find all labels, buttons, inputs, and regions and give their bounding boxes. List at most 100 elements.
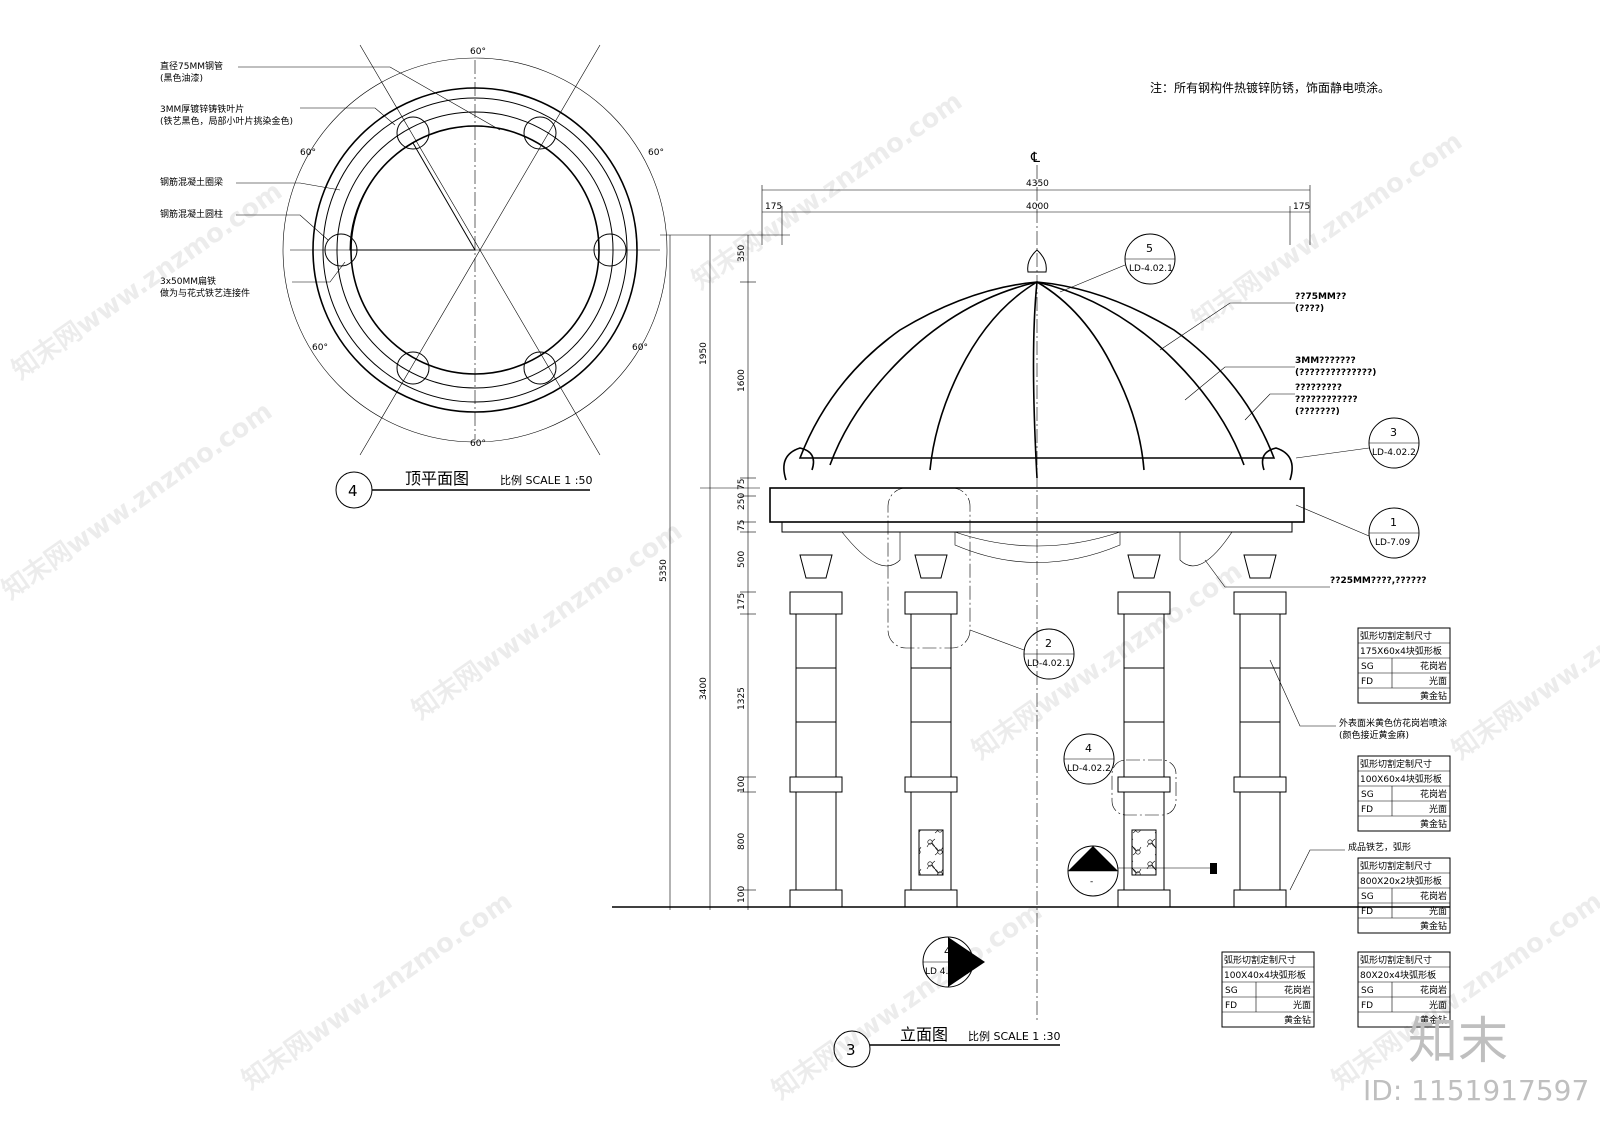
spec-table-cell: 花岗岩: [1420, 890, 1447, 902]
spec-table-cell: 黄金钻: [1420, 920, 1447, 932]
side-note: 外表面米黄色仿花岗岩喷涂: [1339, 717, 1447, 729]
dim-inner-chain: 350 1600 75 250 75 500 175 1325 100 800 …: [737, 245, 747, 903]
dim-mid: 1950: [699, 342, 709, 365]
spec-table-cell: 光面: [1429, 675, 1447, 687]
angle-label: 60°: [470, 47, 486, 57]
plan-label: 钢筋混凝土圈梁: [160, 176, 223, 188]
watermark-text: 知末网www.znzmo.com: [767, 896, 1048, 1105]
svg-text:LD-7.09: LD-7.09: [1375, 538, 1411, 548]
section-mark: 4 -: [1067, 845, 1217, 897]
svg-text:??75MM??: ??75MM??: [1295, 292, 1346, 302]
branding: 知末 ID: 1151917597: [1363, 1012, 1589, 1107]
watermark-text: 知末网www.znzmo.com: [237, 886, 518, 1095]
spec-table-cell: FD: [1361, 1001, 1373, 1011]
svg-text:LD-4.02.1: LD-4.02.1: [1027, 659, 1071, 669]
plan-column: [396, 351, 430, 385]
spec-table-cell: 弧形切割定制尺寸: [1360, 630, 1432, 642]
callout-1: 1 LD-7.09: [1295, 504, 1420, 559]
dim-side: 175: [765, 202, 782, 212]
angle-label: 60°: [312, 343, 328, 353]
svg-text:??25MM????,??????: ??25MM????,??????: [1330, 576, 1427, 586]
elevation-scale: 比例 SCALE 1 :30: [968, 1029, 1060, 1043]
svg-text:100: 100: [737, 776, 747, 793]
plan-column: [593, 233, 627, 267]
svg-text:800: 800: [737, 833, 747, 850]
plan-column: [523, 116, 557, 150]
watermark-text: 知末网www.znzmo.com: [687, 86, 968, 295]
svg-text:1600: 1600: [737, 369, 747, 392]
svg-text:4: 4: [944, 945, 951, 958]
callout-4: 4 LD-4.02.2: [1063, 733, 1115, 785]
brand-id: ID: 1151917597: [1363, 1074, 1589, 1107]
watermarks: 知末网www.znzmo.com 知末网www.znzmo.com 知末网www…: [0, 86, 1600, 1105]
svg-text:100: 100: [737, 886, 747, 903]
svg-text:3: 3: [846, 1041, 856, 1059]
svg-text:5: 5: [1146, 242, 1153, 255]
plan-label: (黑色油漆): [160, 72, 203, 84]
callout-section-bottom: 4 LD 4.02.1: [922, 936, 985, 988]
plan-label: 做为与花式铁艺连接件: [160, 287, 250, 299]
angle-label: 60°: [470, 439, 486, 449]
svg-text:250: 250: [737, 493, 747, 510]
angle-label: 60°: [632, 343, 648, 353]
side-note: 成品铁艺，弧形: [1348, 841, 1411, 853]
plan-column: [396, 116, 430, 150]
plan-label: (铁艺黑色，局部小叶片挑染金色): [160, 115, 293, 127]
svg-text:350: 350: [737, 245, 747, 262]
watermark-text: 知末网www.znzmo.com: [0, 396, 278, 605]
plan-title: 顶平面图: [405, 469, 469, 488]
angle-label: 60°: [300, 148, 316, 158]
dim-mid: 3400: [699, 677, 709, 700]
spec-table-cell: 弧形切割定制尺寸: [1360, 758, 1432, 770]
dim-side: 175: [1293, 202, 1310, 212]
svg-text:LD-4.02.2: LD-4.02.2: [1372, 448, 1416, 458]
svg-text:3: 3: [1390, 426, 1397, 439]
spec-table-cell: 800X20x2块弧形板: [1360, 875, 1442, 887]
svg-text:LD-4.02.1: LD-4.02.1: [1129, 264, 1173, 274]
watermark-text: 知末网www.znzmo.com: [1187, 126, 1468, 335]
side-note: (颜色接近黄金麻): [1339, 729, 1409, 741]
spec-table-cell: 100X60x4块弧形板: [1360, 773, 1442, 785]
svg-text:175: 175: [737, 593, 747, 610]
centerline-symbol: ℄: [1030, 150, 1040, 166]
spec-table-cell: FD: [1361, 805, 1373, 815]
spec-table-cell: SG: [1361, 892, 1374, 902]
svg-text:LD 4.02.1: LD 4.02.1: [925, 967, 968, 977]
spec-table-cell: SG: [1361, 662, 1374, 672]
plan-label: 3x50MM扁铁: [160, 275, 216, 287]
svg-text:75: 75: [737, 479, 747, 490]
watermark-text: 知末网www.znzmo.com: [1447, 556, 1600, 765]
plan-label: 直径75MM钢管: [160, 60, 223, 72]
spec-table-cell: 100X40x4块弧形板: [1224, 969, 1306, 981]
spec-table-cell: 光面: [1429, 803, 1447, 815]
dim-total-height: 5350: [659, 559, 669, 582]
general-note: 注：所有钢构件热镀锌防锈，饰面静电喷涂。: [1150, 80, 1390, 95]
spec-table-cell: 光面: [1429, 999, 1447, 1011]
svg-text:500: 500: [737, 551, 747, 568]
spec-table-cell: 花岗岩: [1284, 984, 1311, 996]
svg-text:1325: 1325: [737, 687, 747, 710]
dim-overall: 4350: [1026, 179, 1049, 189]
svg-text:(???????): (???????): [1295, 407, 1340, 417]
dim-inner: 4000: [1026, 202, 1049, 212]
spec-table-cell: SG: [1361, 790, 1374, 800]
watermark-text: 知末网www.znzmo.com: [7, 176, 288, 385]
plan-column: [324, 233, 358, 267]
svg-text:LD-4.02.2: LD-4.02.2: [1067, 764, 1111, 774]
right-labels: ??75MM?? (????) 3MM??????? (????????????…: [1159, 292, 1447, 891]
svg-text:75: 75: [737, 520, 747, 531]
watermark-text: 知末网www.znzmo.com: [967, 556, 1248, 765]
spec-table-cell: 弧形切割定制尺寸: [1360, 860, 1432, 872]
plan-label: 3MM厚镀锌铸铁叶片: [160, 103, 244, 115]
spec-table-cell: 弧形切割定制尺寸: [1224, 954, 1296, 966]
svg-text:3MM???????: 3MM???????: [1295, 356, 1356, 366]
spec-table-cell: 弧形切割定制尺寸: [1360, 954, 1432, 966]
elevation-title: 立面图: [900, 1025, 948, 1044]
brand-logo: 知末: [1408, 1012, 1508, 1070]
spec-table-cell: 黄金钻: [1284, 1014, 1311, 1026]
svg-text:4: 4: [1085, 742, 1092, 755]
spec-table-cell: FD: [1361, 677, 1373, 687]
